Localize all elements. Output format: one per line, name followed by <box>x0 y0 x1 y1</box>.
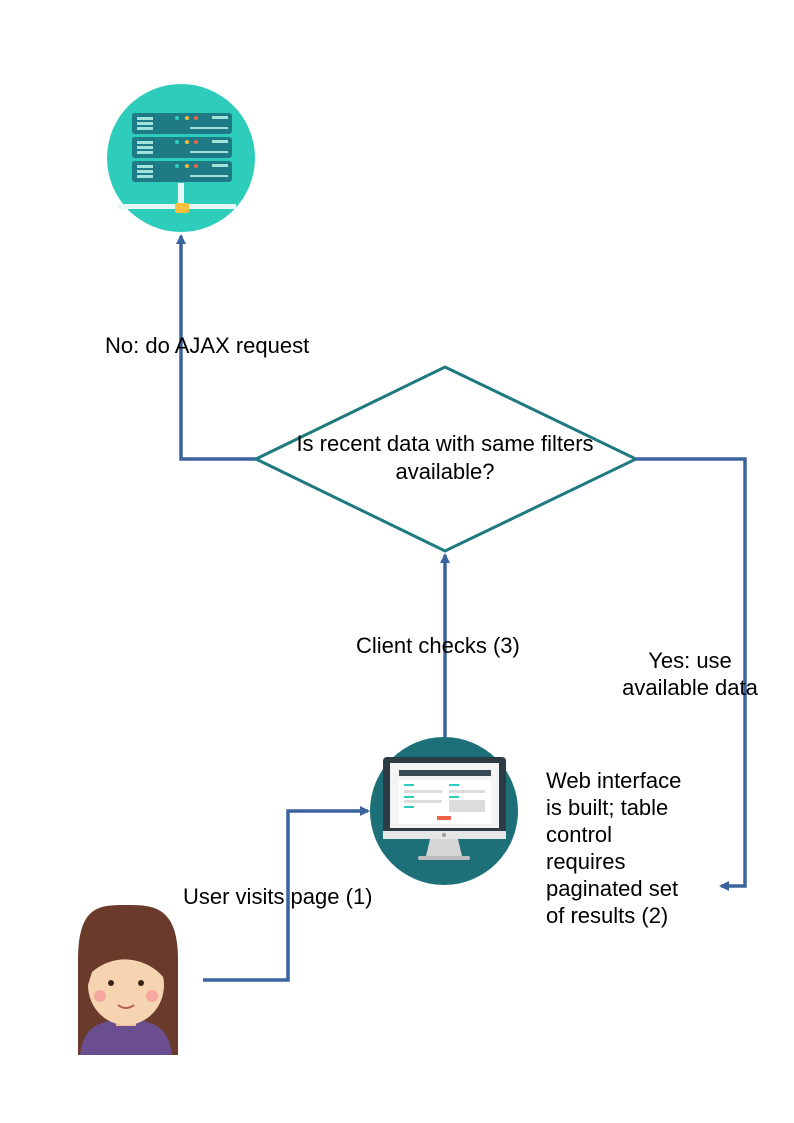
note-line: is built; table <box>546 795 669 820</box>
monitor-icon <box>370 737 518 885</box>
no-branch-label: No: do AJAX request <box>105 333 310 358</box>
note-line: paginated set <box>546 876 679 901</box>
arrow-yes-to-interface <box>636 457 747 891</box>
client-checks-label: Client checks (3) <box>356 633 520 658</box>
arrow-no-to-server <box>176 234 256 461</box>
note-line: Web interface <box>546 768 682 793</box>
user-visits-label: User visits page (1) <box>183 884 373 909</box>
yes-branch-label-line1: Yes: use <box>648 648 732 673</box>
server-icon <box>107 84 255 232</box>
note-line: control <box>546 822 613 847</box>
note-line: of results (2) <box>546 903 669 928</box>
decision-question: Is recent data with same filters availab… <box>296 431 594 484</box>
decision-diamond <box>252 365 640 553</box>
yes-branch-label-line2: available data <box>622 675 758 700</box>
user-avatar-icon <box>78 905 178 1055</box>
web-interface-note: Web interface is built; table control re… <box>546 767 681 929</box>
note-line: requires <box>546 849 626 874</box>
arrow-user-visits <box>203 806 370 982</box>
